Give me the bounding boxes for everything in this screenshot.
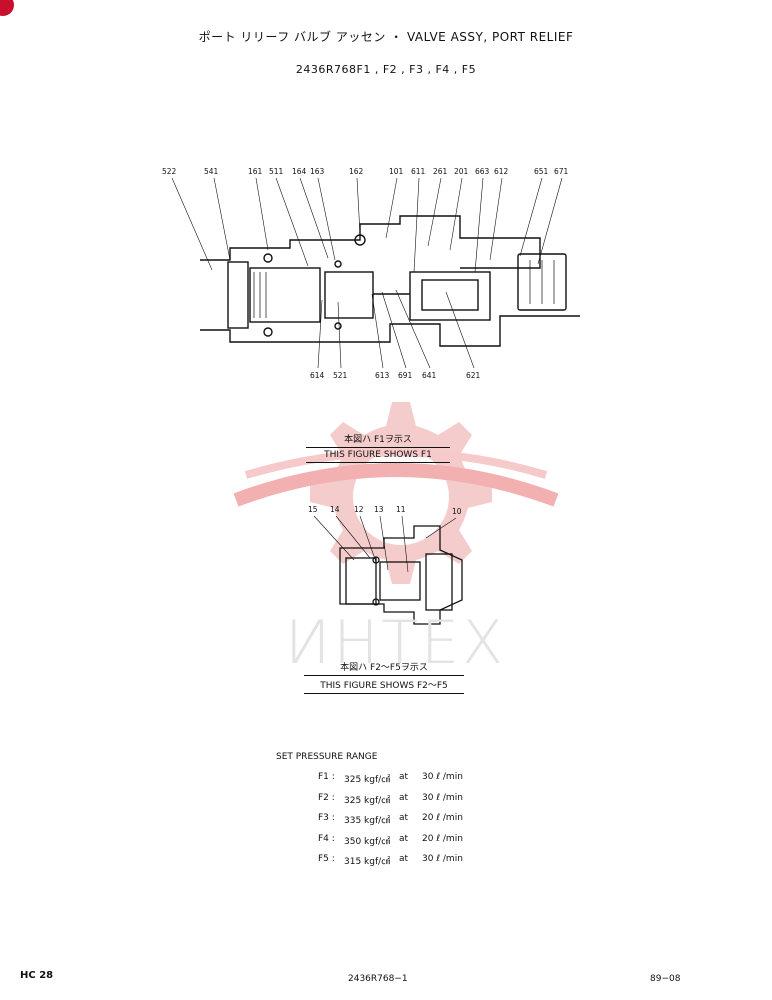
callout-label: 521 — [333, 371, 348, 380]
figure1-caption-jp: 本図ハ F1ヲ示ス — [344, 435, 412, 445]
callout-label: 621 — [466, 371, 481, 380]
pressure-value: 315 kgf/㎠ — [344, 857, 391, 868]
callout-label: 161 — [248, 167, 263, 176]
callout-label: 651 — [534, 167, 549, 176]
pressure-row: F5 : 315 kgf/㎠ at 30 ℓ /min — [276, 854, 463, 875]
pressure-row: F3 : 335 kgf/㎠ at 20 ℓ /min — [276, 813, 463, 834]
flow-value: 30 ℓ /min — [422, 792, 463, 803]
callout-label: 663 — [475, 167, 490, 176]
pressure-row: F2 : 325 kgf/㎠ at 30 ℓ /min — [276, 792, 463, 814]
figure1-caption-en: THIS FIGURE SHOWS F1 — [324, 450, 432, 460]
flow-value: 20 ℓ /min — [422, 833, 463, 844]
pressure-value: 325 kgf/㎠ — [344, 795, 391, 806]
figure2-caption: 本図ハ F2〜F5ヲ示ス THIS FIGURE SHOWS F2〜F5 — [304, 660, 464, 696]
at-label: at — [399, 772, 409, 782]
callout-label: 522 — [162, 167, 177, 176]
pressure-row: F1 : 325 kgf/㎠ at 30 ℓ /min — [276, 772, 463, 793]
callout-label: 12 — [354, 505, 364, 514]
callout-label: 10 — [452, 507, 462, 516]
pressure-value: 325 kgf/㎠ — [344, 775, 391, 785]
callout-label: 163 — [310, 167, 325, 176]
figure2-caption-en: THIS FIGURE SHOWS F2〜F5 — [320, 681, 448, 691]
footer-drawing-number: 2436R768−1 — [348, 974, 408, 984]
callout-label: 11 — [396, 505, 406, 514]
model-label: F2 : — [318, 792, 335, 803]
at-label: at — [399, 792, 409, 803]
callout-label: 14 — [330, 505, 340, 514]
callout-label: 164 — [292, 167, 307, 176]
at-label: at — [399, 854, 409, 865]
figure1-cross-section: 522 541 161 511 164 163 162 101 611 261 … — [162, 167, 580, 380]
callout-label: 101 — [389, 167, 404, 176]
callout-label: 612 — [494, 167, 509, 176]
callout-label: 13 — [374, 505, 384, 514]
page-title: ポート リリーフ バルブ アッセン ・ VALVE ASSY, PORT REL… — [198, 30, 574, 44]
footer-page-code: HC 28 — [20, 970, 54, 981]
pressure-table: SET PRESSURE RANGE F1 : 325 kgf/㎠ at 30 … — [276, 752, 463, 875]
callout-label: 614 — [310, 371, 325, 380]
callout-label: 261 — [433, 167, 448, 176]
model-label: F3 : — [318, 813, 335, 824]
figure2-cross-section: 15 14 12 13 11 10 — [308, 505, 463, 625]
callout-label: 162 — [349, 167, 364, 176]
pressure-value: 350 kgf/㎠ — [344, 836, 391, 847]
callout-label: 671 — [554, 167, 569, 176]
callout-label: 15 — [308, 505, 318, 514]
figure1-caption: 本図ハ F1ヲ示ス THIS FIGURE SHOWS F1 — [306, 432, 450, 465]
flow-value: 30 ℓ /min — [422, 772, 463, 782]
pressure-row: F4 : 350 kgf/㎠ at 20 ℓ /min — [276, 833, 463, 855]
figure2-caption-jp: 本図ハ F2〜F5ヲ示ス — [340, 663, 428, 673]
callout-label: 541 — [204, 167, 219, 176]
callout-label: 691 — [398, 371, 413, 380]
callout-label: 613 — [375, 371, 390, 380]
model-label: F5 : — [318, 854, 335, 865]
watermark-text: ИНТЕХ — [285, 608, 507, 678]
model-label: F1 : — [318, 772, 335, 782]
at-label: at — [399, 813, 409, 824]
part-numbers: 2436R768F1 , F2 , F3 , F4 , F5 — [295, 63, 477, 76]
model-label: F4 : — [318, 833, 335, 844]
corner-mark — [0, 0, 14, 16]
callout-label: 511 — [269, 167, 284, 176]
callout-label: 611 — [411, 167, 426, 176]
flow-value: 30 ℓ /min — [422, 854, 463, 865]
footer-date: 89−08 — [650, 974, 681, 984]
at-label: at — [399, 833, 409, 844]
callout-label: 641 — [422, 371, 437, 380]
pressure-heading: SET PRESSURE RANGE — [276, 752, 378, 762]
callout-label: 201 — [454, 167, 469, 176]
pressure-value: 335 kgf/㎠ — [344, 816, 391, 827]
flow-value: 20 ℓ /min — [422, 813, 463, 824]
